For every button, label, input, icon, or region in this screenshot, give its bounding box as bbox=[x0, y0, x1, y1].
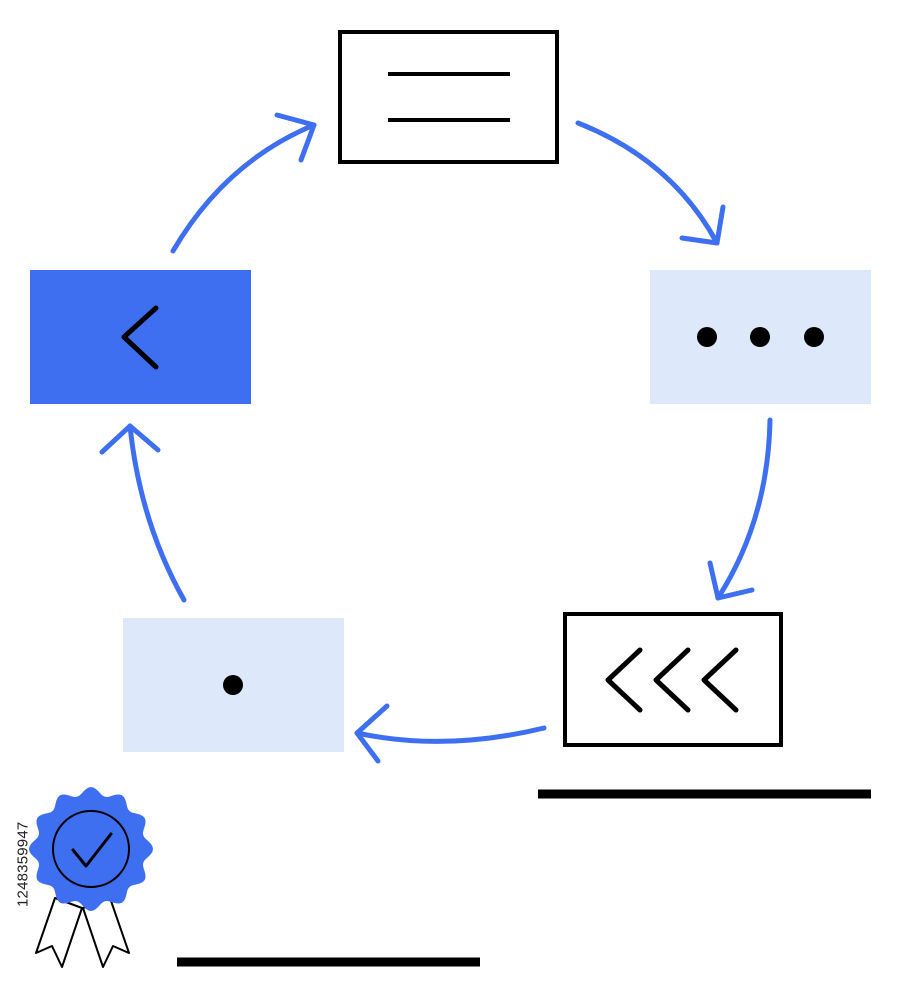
cycle-node-right bbox=[650, 270, 871, 404]
dot-icon bbox=[223, 675, 243, 695]
cycle-node-bottom-left bbox=[123, 618, 344, 752]
two-lines-icon bbox=[388, 72, 510, 122]
stock-image-id: 1248359947 bbox=[14, 821, 32, 908]
arrow-top-to-right bbox=[575, 120, 726, 246]
cycle-node-top bbox=[338, 30, 559, 164]
cycle-node-left bbox=[30, 270, 251, 404]
award-ribbon-check-icon bbox=[29, 787, 153, 968]
arrow-left-to-top bbox=[170, 112, 317, 254]
chevron-left-icon bbox=[121, 305, 159, 370]
ellipsis-icon bbox=[697, 327, 824, 347]
triple-chevron-left-icon bbox=[605, 647, 739, 713]
arrow-bottom-left-to-left bbox=[99, 423, 187, 603]
arrow-bottom-right-to-bottom-left bbox=[354, 703, 547, 764]
cycle-node-bottom-right bbox=[563, 612, 783, 747]
arrow-right-to-bottom-right bbox=[707, 417, 773, 601]
